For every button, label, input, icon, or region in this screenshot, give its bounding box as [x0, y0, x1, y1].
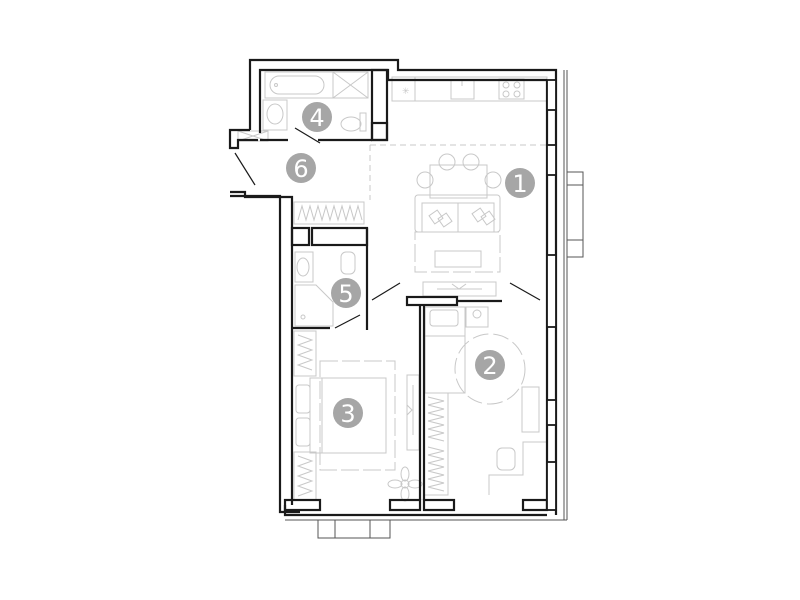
rug-icon [319, 360, 396, 471]
chair-icon [496, 447, 516, 471]
kitchen-sink-icon [450, 79, 475, 100]
door-icon [234, 152, 256, 186]
stove-icon [498, 78, 525, 100]
sofa-icon [414, 194, 501, 233]
room-number: 1 [512, 170, 527, 198]
door-icon [371, 282, 401, 301]
desk-icon [521, 386, 540, 433]
bathtub-icon [264, 71, 334, 99]
round-rug-icon [454, 333, 526, 405]
room-number: 4 [309, 104, 324, 132]
door-icon [334, 314, 361, 329]
tv-unit-icon [422, 281, 497, 297]
wardrobe-icon [423, 392, 449, 496]
door-icon [294, 127, 321, 144]
room-badge-4: 4 [302, 102, 332, 132]
shower-tray-icon [332, 71, 369, 99]
rug-icon [414, 231, 501, 273]
corner-shower-icon [294, 284, 334, 327]
toilet-icon [340, 251, 356, 275]
toilet-icon [340, 112, 367, 132]
furniture-layer: ✳ [237, 71, 548, 502]
tv-unit-icon [406, 374, 420, 451]
room-badge-2: 2 [475, 350, 505, 380]
bed-icon [295, 377, 387, 454]
wardrobe-icon [293, 201, 365, 225]
svg-text:✳: ✳ [402, 87, 410, 97]
plant-icon [387, 466, 423, 502]
zone-outline [488, 441, 547, 495]
room-badge-1: 1 [505, 168, 535, 198]
door-swings [234, 127, 541, 329]
room-number: 6 [293, 155, 308, 183]
sink-icon [294, 251, 314, 283]
room-number: 3 [340, 400, 355, 428]
room-number: 2 [482, 352, 497, 380]
windows [285, 70, 584, 539]
room-badge-5: 5 [331, 278, 361, 308]
bed-icon [424, 306, 466, 394]
wardrobe-icon [293, 330, 317, 501]
room-number: 5 [338, 280, 353, 308]
nightstand-icon [465, 306, 489, 328]
sink-icon [262, 99, 288, 131]
room-badge-3: 3 [333, 398, 363, 428]
room-badge-6: 6 [286, 153, 316, 183]
dining-table-icon [416, 153, 502, 199]
door-icon [509, 282, 541, 301]
